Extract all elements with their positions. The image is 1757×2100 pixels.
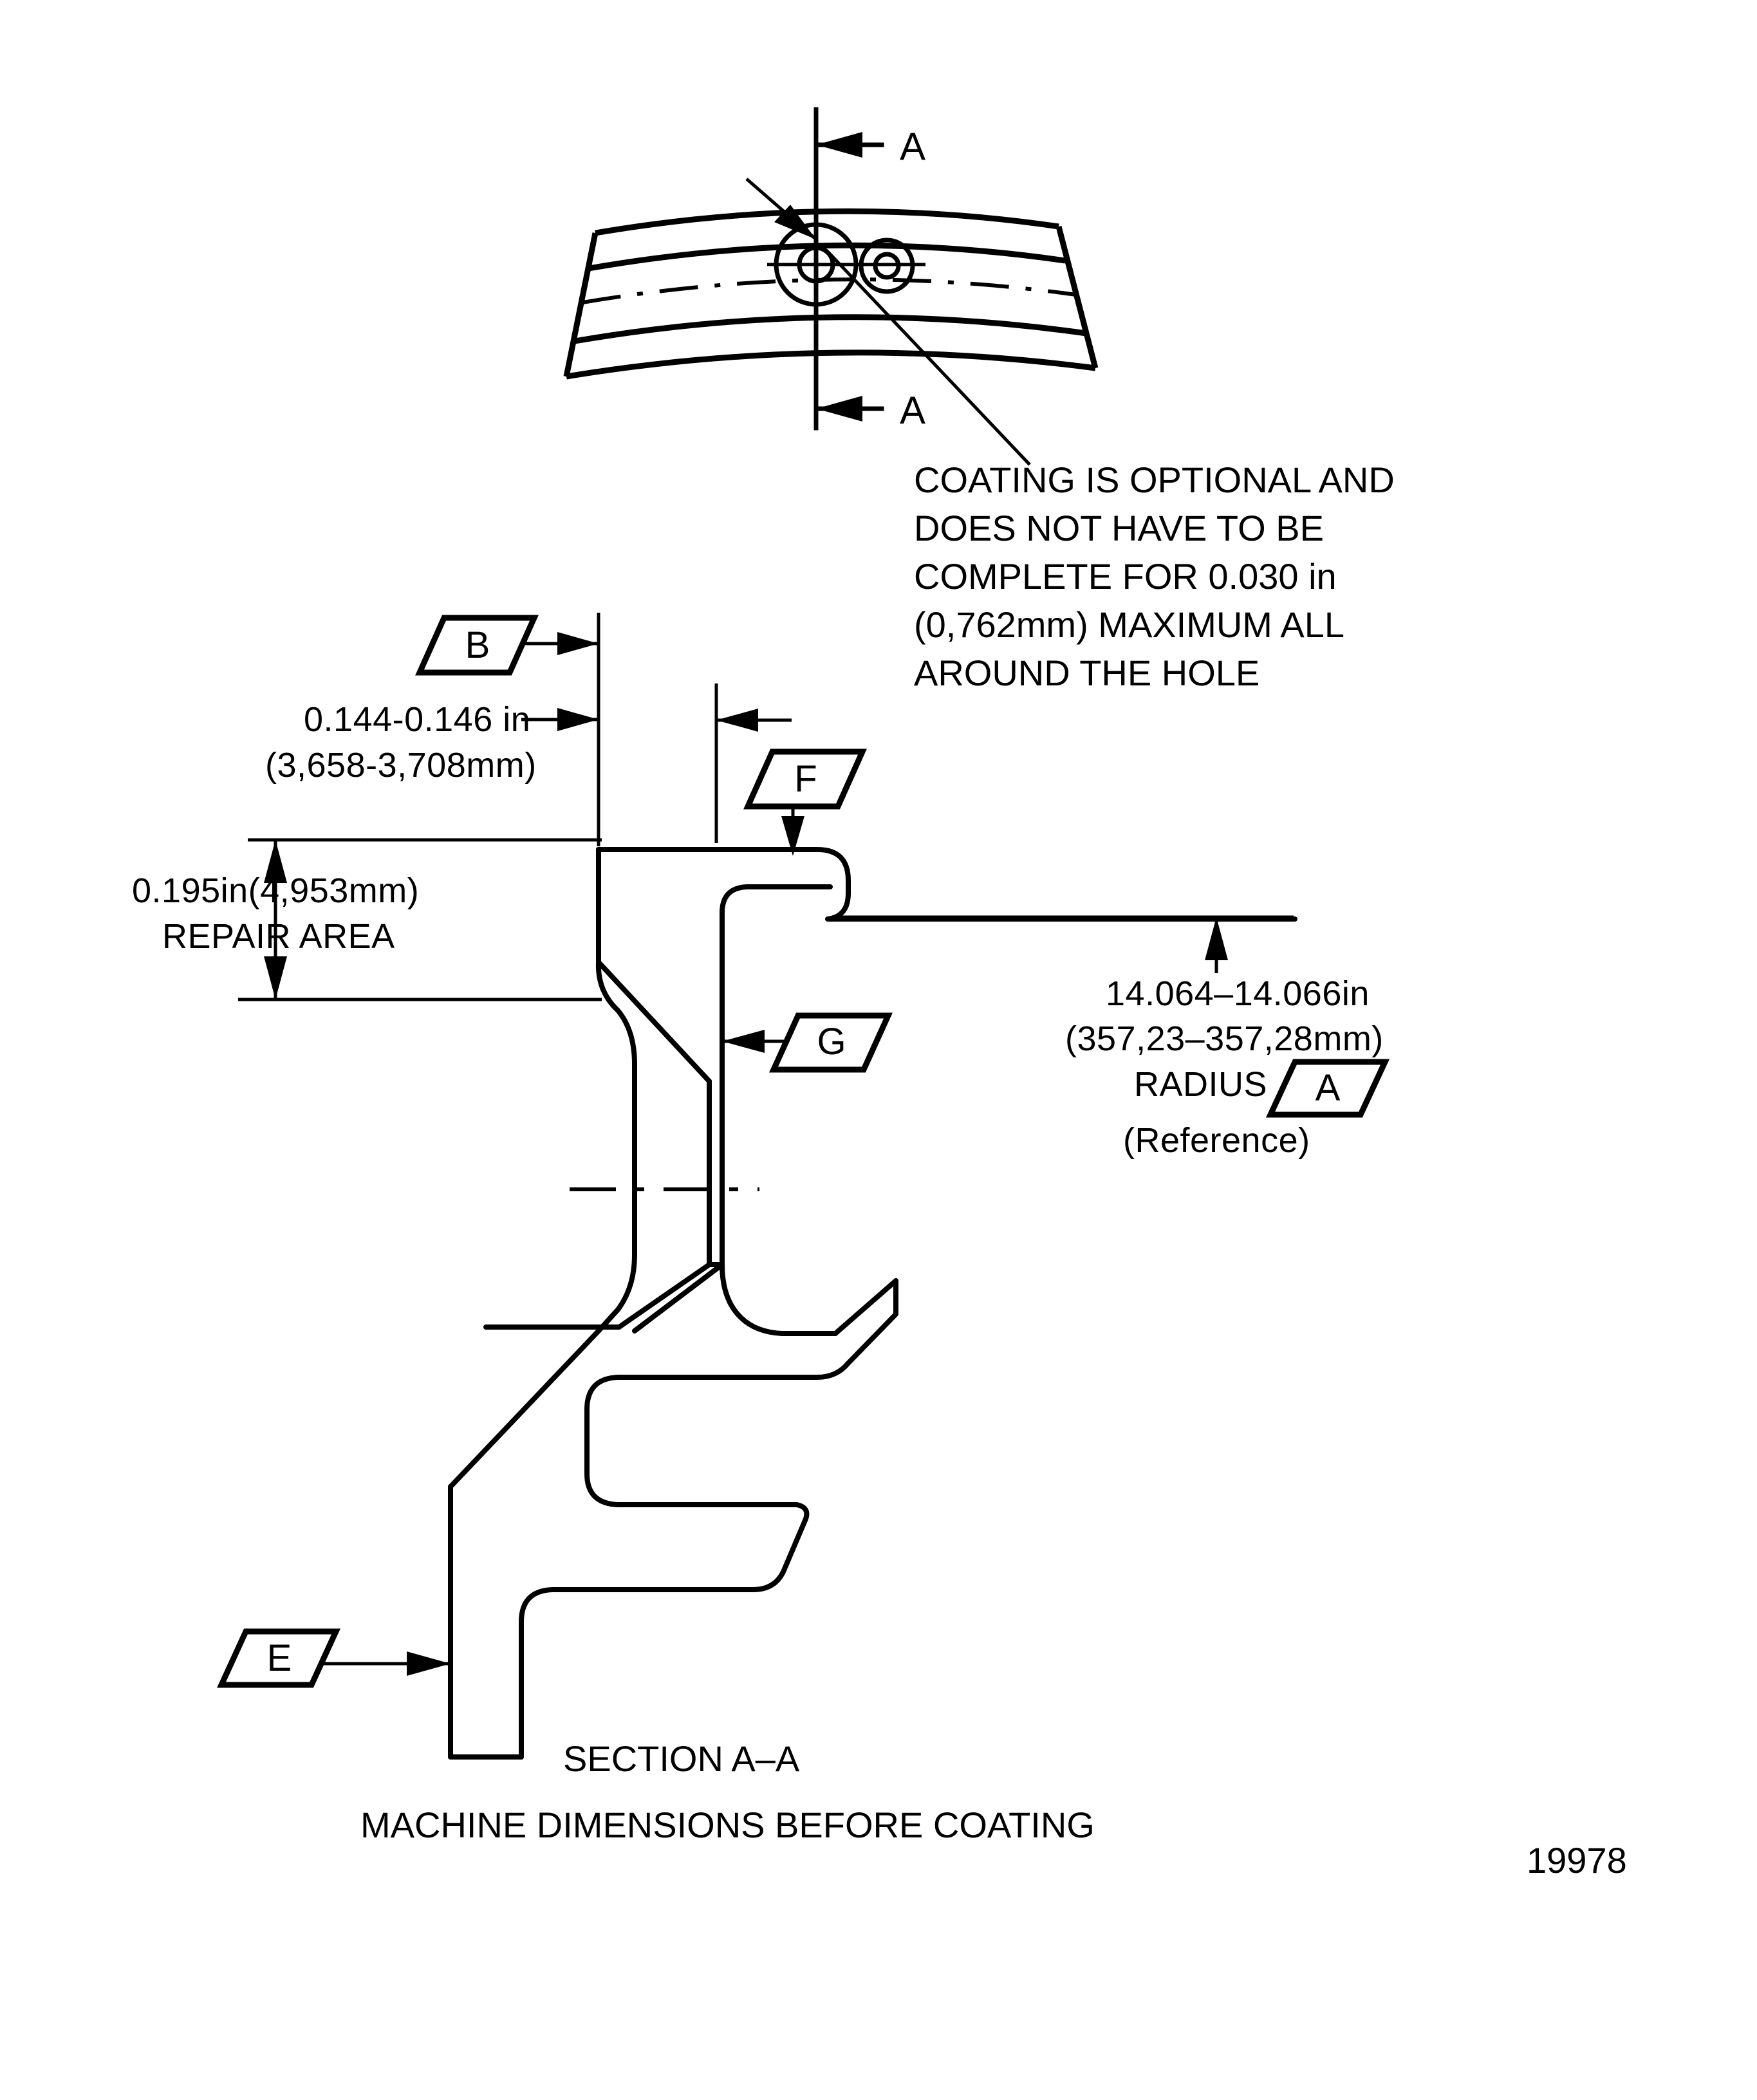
band-right-edge (1055, 225, 1099, 369)
repair-area-dim-head-top (264, 840, 287, 883)
flag-b-shape (415, 615, 539, 676)
coating-note-line-1: COATING IS OPTIONAL AND (914, 460, 1395, 500)
radius-dimension-line-1: 14.064–14.066in (1106, 974, 1370, 1013)
radius-dimension-arrow (1205, 917, 1228, 973)
flag-g-leader-head (722, 1030, 765, 1053)
section-profile (448, 847, 1297, 1760)
profile-left-face-lower (595, 960, 637, 1333)
coating-note: COATING IS OPTIONAL AND DOES NOT HAVE TO… (914, 460, 1395, 693)
radius-dim-head (1205, 917, 1228, 960)
flag-f: F (743, 748, 867, 810)
flag-b-leader-head (557, 632, 599, 655)
profile-web-slope (632, 1262, 725, 1333)
profile-rib-shoulder (720, 884, 833, 915)
cutting-plane-line (813, 107, 884, 431)
profile-top-surface (596, 847, 1297, 922)
flag-e: E (216, 1628, 341, 1688)
top-view-holes (767, 222, 925, 307)
flag-b-letter: B (465, 624, 490, 666)
coating-arrow-head (774, 205, 816, 239)
repair-area-dimension-line-2: REPAIR AREA (162, 917, 395, 956)
profile-inner-slope-lower (617, 1262, 712, 1330)
flag-f-upper-leader (716, 709, 792, 732)
profile-root-upper-ledge (833, 1278, 898, 1336)
thickness-dim-head (557, 708, 599, 731)
coating-note-line-3: COMPLETE FOR 0.030 in (914, 556, 1337, 597)
radius-dimension-line-4: (Reference) (1123, 1121, 1310, 1160)
profile-firtree-root (519, 1278, 898, 1760)
profile-rib-right-line (720, 910, 838, 1336)
note-leader-line (829, 253, 1031, 466)
profile-inner-slope-upper (596, 960, 712, 1084)
radius-dimension-line-2: (357,23–357,28mm) (1065, 1019, 1384, 1058)
thickness-dimension-line-2: (3,658-3,708mm) (265, 746, 537, 785)
thickness-dimension-leader (521, 708, 599, 731)
flag-f-lower-head (781, 816, 804, 856)
repair-area-dim-head-bottom (264, 956, 287, 999)
flag-e-shape (216, 1628, 341, 1688)
profile-outer-diagonal (448, 1328, 601, 1489)
repair-area-dimension-line-1: 0.195in(4,953mm) (132, 871, 419, 910)
section-mark-bottom: A (900, 389, 925, 432)
flag-b: B (415, 615, 539, 676)
coating-note-line-5: AROUND THE HOLE (914, 653, 1260, 693)
flag-g: G (769, 1012, 893, 1073)
section-arrow-top-head (816, 132, 862, 158)
flag-a-shape (1265, 1059, 1390, 1118)
flag-a-letter: A (1315, 1067, 1341, 1109)
section-label: SECTION A–A (563, 1738, 800, 1779)
thickness-dimension-line-1: 0.144-0.146 in (304, 700, 530, 739)
band-arc-outer-bottom (566, 349, 1096, 380)
flag-g-letter: G (817, 1021, 846, 1063)
coating-note-line-4: (0,762mm) MAXIMUM ALL (914, 604, 1344, 645)
band-arc-4 (574, 314, 1087, 344)
flag-b-leader (523, 632, 599, 655)
radius-dimension-line-3: RADIUS (1134, 1065, 1267, 1104)
flag-e-leader (322, 1651, 451, 1676)
flag-f-lower-leader (781, 806, 804, 856)
coating-detail-arrow (745, 178, 817, 241)
band-arc-2 (588, 242, 1066, 272)
figure-number: 19978 (1527, 1840, 1627, 1881)
flag-e-leader-head (407, 1651, 451, 1676)
coating-note-line-2: DOES NOT HAVE TO BE (914, 508, 1324, 548)
flag-a: A (1265, 1059, 1390, 1118)
repair-area-dimension-arrows (264, 840, 287, 999)
section-arrow-bottom-head (816, 396, 862, 422)
flag-g-shape (769, 1012, 893, 1073)
flag-f-letter: F (794, 758, 817, 800)
band-left-edge (563, 232, 599, 377)
flag-f-upper-head (716, 709, 758, 732)
flag-f-shape (743, 748, 867, 810)
drawing-caption: MACHINE DIMENSIONS BEFORE COATING (360, 1805, 1095, 1845)
band-centerline-arc (582, 277, 1077, 304)
section-mark-top: A (900, 125, 925, 168)
flag-e-letter: E (267, 1637, 292, 1679)
top-view-curved-band (563, 208, 1099, 380)
band-arc-outer-top (595, 208, 1059, 236)
